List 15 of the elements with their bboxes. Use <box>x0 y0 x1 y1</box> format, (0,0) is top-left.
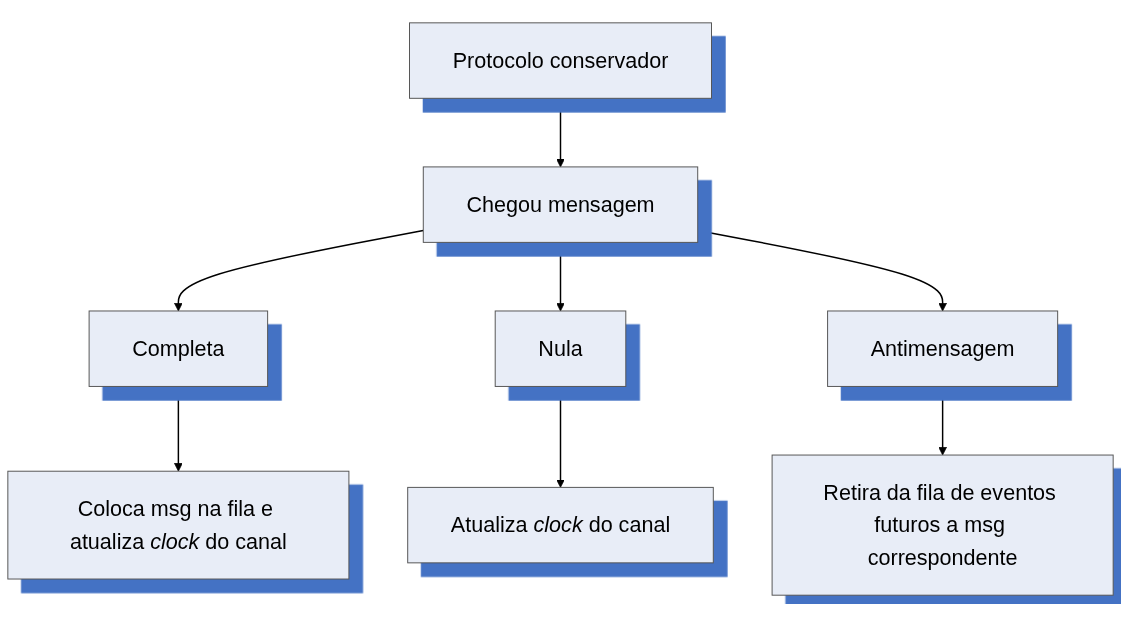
arrow <box>556 98 565 168</box>
arrow <box>696 230 947 312</box>
arrow <box>556 242 565 312</box>
node-box: Antimensagem <box>827 310 1059 388</box>
node-box: Chegou mensagem <box>422 166 699 244</box>
node-box: Atualiza clock do canal <box>407 487 714 564</box>
arrow <box>556 386 565 489</box>
arrow <box>174 230 424 312</box>
arrow <box>938 386 947 456</box>
node-box: Protocolo conservador <box>409 22 712 100</box>
node-box: Coloca msg na fila e atualiza clock do canal <box>7 471 350 580</box>
node-box: Completa <box>88 310 269 388</box>
arrow <box>174 386 183 473</box>
node-box: Nula <box>494 310 627 388</box>
node-box: Retira da fila de eventos futuros a msg correspondente <box>771 455 1114 597</box>
